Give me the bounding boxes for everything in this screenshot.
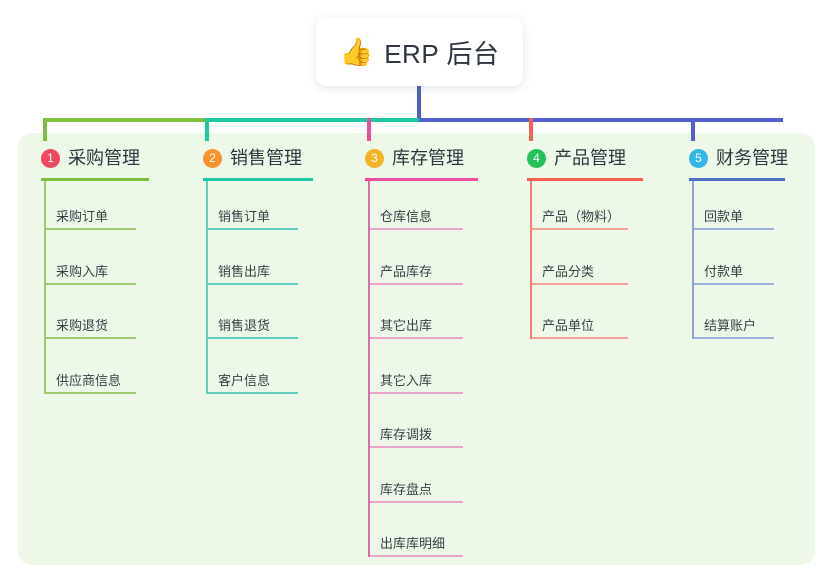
leaf-node[interactable]: 付款单 [692,251,774,285]
branch-rule-2 [203,178,313,181]
leaf-node[interactable]: 仓库信息 [368,196,463,230]
leaf-rule [368,555,463,557]
leaf-node[interactable]: 其它出库 [368,305,463,339]
branch-spine-5 [692,181,694,339]
branch-spine-2 [206,181,208,394]
leaf-label: 付款单 [704,263,744,279]
leaf-node[interactable]: 产品（物料） [530,196,628,230]
leaf-label: 产品分类 [542,263,595,279]
branch-label-4: 产品管理 [554,148,626,168]
leaf-label: 库存调拨 [380,427,433,442]
branch-badge-4: 4 [527,149,546,168]
branch-label-2: 销售管理 [230,148,302,168]
leaf-rule [206,228,298,230]
leaf-node[interactable]: 出库库明细 [368,523,463,557]
branch-drop-4 [529,118,533,141]
leaf-node[interactable]: 产品单位 [530,305,628,339]
branch-label-3: 库存管理 [392,148,464,168]
leaf-label: 产品（物料） [542,209,621,224]
root-title: ERP 后台 [384,38,500,69]
leaf-rule [692,337,774,339]
leaf-label: 销售出库 [218,263,271,279]
branch-drop-1 [43,118,47,141]
leaf-rule [368,446,463,448]
root-node[interactable]: 👍 ERP 后台 [316,18,523,86]
leaf-node[interactable]: 客户信息 [206,360,298,394]
leaf-label: 库存盘点 [380,481,433,497]
trunk-segment-1 [43,118,205,122]
leaf-node[interactable]: 采购订单 [44,196,136,230]
branch-badge-5: 5 [689,149,708,168]
leaf-rule [692,282,774,285]
leaf-rule [530,282,628,285]
branch-badge-2: 2 [203,149,222,168]
leaf-label: 销售退货 [218,318,271,333]
leaf-label: 仓库信息 [380,209,433,224]
leaf-node[interactable]: 结算账户 [692,305,774,339]
leaf-label: 出库库明细 [380,536,446,551]
leaf-rule [44,282,136,285]
branch-drop-5 [691,118,695,141]
leaf-label: 其它出库 [380,318,433,333]
leaf-label: 产品库存 [380,263,433,279]
leaf-node[interactable]: 产品库存 [368,251,463,285]
branch-rule-5 [689,178,785,181]
leaf-node[interactable]: 销售退货 [206,305,298,339]
trunk-segment-3 [419,118,783,122]
leaf-label: 采购订单 [56,209,109,224]
leaf-rule [44,337,136,339]
leaf-rule [44,391,136,394]
leaf-rule [44,228,136,230]
branch-rule-1 [41,178,149,181]
branch-drop-3 [367,118,371,141]
branch-label-1: 采购管理 [68,148,140,168]
leaf-node[interactable]: 供应商信息 [44,360,136,394]
root-stem [417,86,421,122]
leaf-node[interactable]: 其它入库 [368,360,463,394]
leaf-label: 回款单 [704,209,744,224]
leaf-rule [368,228,463,230]
leaf-node[interactable]: 销售出库 [206,251,298,285]
thumbs-up-icon: 👍 [339,36,374,67]
branch-badge-1: 1 [41,149,60,168]
leaf-rule [692,228,774,230]
leaf-label: 客户信息 [218,372,271,388]
branch-spine-3 [368,181,370,557]
branch-badge-3: 3 [365,149,384,168]
leaf-rule [530,337,628,339]
leaf-rule [206,282,298,285]
branch-label-5: 财务管理 [716,148,788,168]
leaf-node[interactable]: 库存调拨 [368,414,463,448]
leaf-rule [530,228,628,230]
leaf-label: 供应商信息 [56,372,122,388]
leaf-node[interactable]: 回款单 [692,196,774,230]
leaf-label: 产品单位 [542,318,595,333]
leaf-node[interactable]: 库存盘点 [368,469,463,503]
leaf-node[interactable]: 采购入库 [44,251,136,285]
leaf-node[interactable]: 产品分类 [530,251,628,285]
leaf-node[interactable]: 销售订单 [206,196,298,230]
leaf-label: 销售订单 [218,209,271,224]
leaf-rule [368,391,463,394]
leaf-rule [206,391,298,394]
leaf-rule [206,337,298,339]
leaf-rule [368,282,463,285]
branch-rule-4 [527,178,643,181]
branch-rule-3 [365,178,478,181]
leaf-rule [368,337,463,339]
leaf-label: 采购入库 [56,263,109,279]
diagram-panel [18,133,815,565]
branch-spine-1 [44,181,46,394]
branch-spine-4 [530,181,532,339]
trunk-segment-2 [205,118,419,122]
branch-drop-2 [205,118,209,141]
leaf-label: 采购退货 [56,318,109,333]
leaf-label: 其它入库 [380,372,433,388]
leaf-rule [368,500,463,503]
leaf-label: 结算账户 [704,318,757,333]
leaf-node[interactable]: 采购退货 [44,305,136,339]
